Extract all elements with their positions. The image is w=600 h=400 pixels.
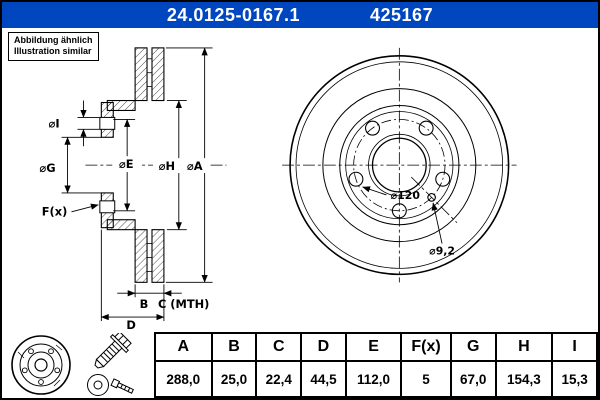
table-header-row: A B C D E F(x) G H I: [154, 332, 598, 362]
cross-section-view: [85, 47, 227, 283]
dimension-table: A B C D E F(x) G H I 288,0 25,0 22,4 44,…: [154, 332, 598, 398]
brake-disc-icon: [11, 335, 71, 395]
drawing-svg: ⌀I ⌀G ⌀E ⌀H ⌀A F(x) B C (MTH) D: [39, 47, 517, 332]
col-header-b: B: [210, 332, 258, 362]
bolt-holes: [348, 120, 451, 219]
bolt-icon: [94, 333, 132, 369]
value-e: 112,0: [344, 360, 403, 398]
hub-bolt-icon: [87, 374, 134, 396]
col-header-f: F(x): [400, 332, 452, 362]
label-f: F(x): [42, 205, 68, 219]
similar-note-de: Abbildung ähnlich: [14, 35, 93, 45]
col-header-a: A: [154, 332, 213, 362]
technical-drawing: ⌀I ⌀G ⌀E ⌀H ⌀A F(x) B C (MTH) D: [2, 28, 598, 332]
label-dia-i: ⌀I: [48, 116, 59, 130]
value-h: 154,3: [494, 360, 554, 398]
locating-hole: [427, 193, 436, 202]
col-header-i: I: [551, 332, 598, 362]
value-d: 44,5: [300, 360, 347, 398]
value-f: 5: [400, 360, 452, 398]
label-d: D: [126, 318, 135, 332]
similar-note: Abbildung ähnlich Illustration similar: [8, 32, 99, 61]
label-dia-a: ⌀A: [187, 159, 203, 173]
label-dia-e: ⌀E: [119, 157, 134, 171]
front-view: [282, 47, 517, 283]
header-bar: 24.0125-0167.1 425167: [2, 2, 598, 28]
label-bolt-circle: ⌀120: [391, 189, 421, 202]
col-header-g: G: [449, 332, 497, 362]
label-c: C (MTH): [158, 297, 209, 311]
col-header-d: D: [300, 332, 347, 362]
icon-area: [2, 332, 154, 398]
value-g: 67,0: [449, 360, 497, 398]
similar-note-en: Illustration similar: [14, 46, 92, 57]
value-c: 22,4: [255, 360, 303, 398]
part-number: 24.0125-0167.1: [166, 4, 301, 25]
label-dia-h: ⌀H: [159, 159, 175, 173]
col-header-c: C: [255, 332, 303, 362]
value-i: 15,3: [551, 360, 598, 398]
table-value-row: 288,0 25,0 22,4 44,5 112,0 5 67,0 154,3 …: [154, 360, 598, 398]
label-b: B: [140, 297, 149, 311]
value-b: 25,0: [210, 360, 258, 398]
label-backgrounds: [112, 156, 208, 174]
col-header-e: E: [344, 332, 403, 362]
label-dia-g: ⌀G: [39, 161, 55, 175]
col-header-h: H: [494, 332, 554, 362]
value-a: 288,0: [154, 360, 213, 398]
reference-number: 425167: [370, 4, 434, 25]
label-small-hole: ⌀9,2: [429, 244, 455, 257]
bottom-section: A B C D E F(x) G H I 288,0 25,0 22,4 44,…: [2, 332, 598, 398]
